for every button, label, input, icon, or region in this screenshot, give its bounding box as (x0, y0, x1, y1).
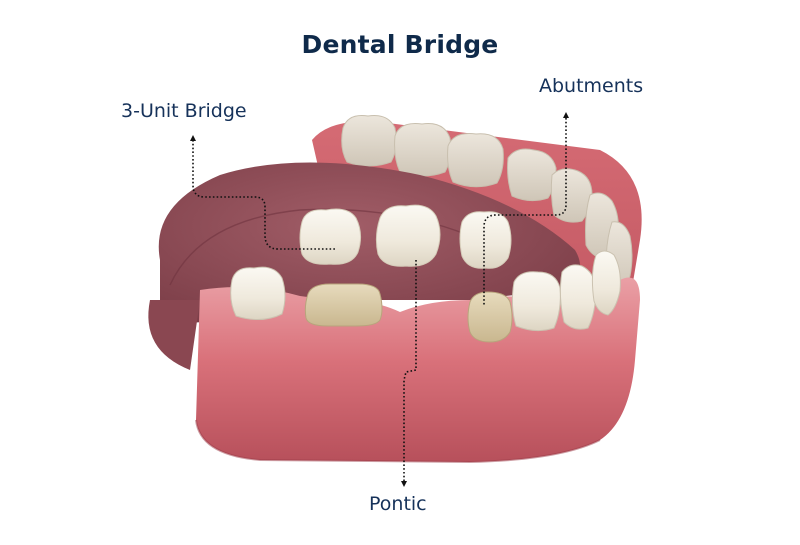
arrow-up-icon (563, 112, 569, 118)
incisor (591, 250, 621, 316)
pontic-crown (375, 204, 441, 267)
abutment-right (467, 291, 513, 343)
leader-lines (192, 118, 567, 482)
leader-line-abutments (483, 118, 567, 305)
leader-line-pontic (403, 260, 417, 482)
abutment-left (304, 283, 383, 327)
abutment-teeth (304, 283, 513, 343)
bridge-crowns (299, 204, 512, 269)
leader-line-bridge (192, 140, 336, 250)
canine (559, 264, 597, 330)
label-pontic: Pontic (369, 493, 427, 515)
back-row-teeth (341, 115, 633, 293)
page-title: Dental Bridge (301, 30, 499, 59)
label-3-unit-bridge: 3-Unit Bridge (121, 100, 247, 122)
molar-left (230, 266, 286, 320)
arrow-up-icon (190, 135, 196, 141)
premolar-right (511, 271, 561, 332)
lower-teeth (230, 250, 621, 332)
leader-arrowheads (190, 112, 569, 487)
label-abutments: Abutments (539, 75, 644, 97)
crown-right (459, 211, 512, 269)
arrow-down-icon (401, 481, 407, 487)
crown-left (299, 208, 362, 265)
